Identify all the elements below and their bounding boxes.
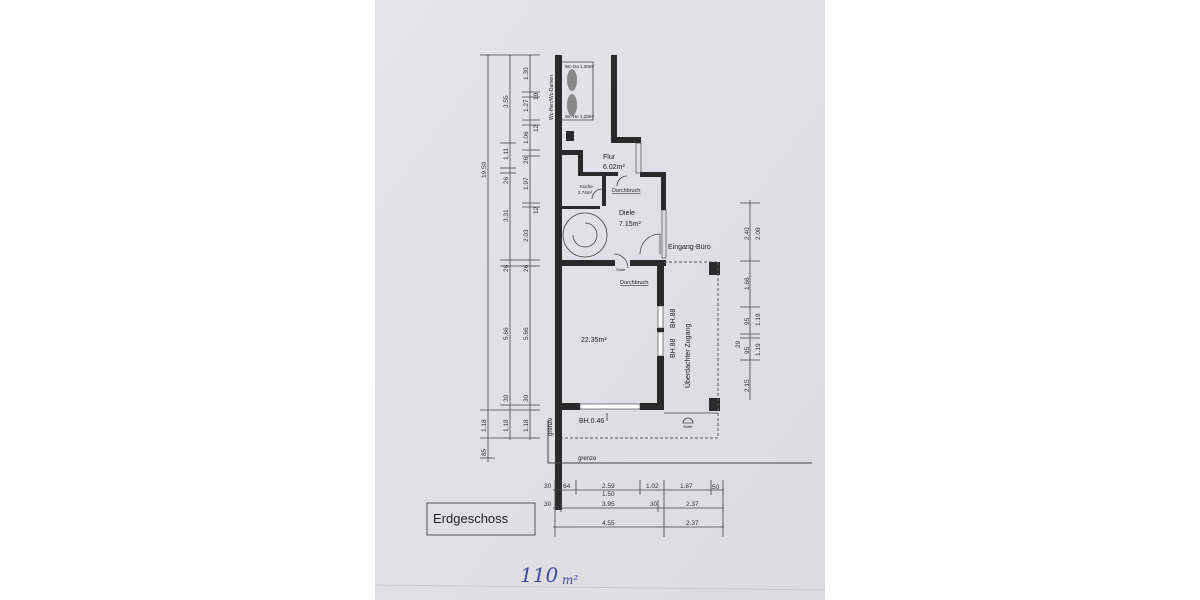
dim-label: 95 xyxy=(744,346,751,354)
dim-label: 2.37 xyxy=(686,501,699,508)
boundary-label: grenze xyxy=(578,456,597,462)
dim-label: 85 xyxy=(481,448,488,456)
walls xyxy=(555,55,720,510)
dim-label: 1.27 xyxy=(523,99,530,112)
dim-label: 2.15 xyxy=(744,379,751,392)
left-dimension-lines xyxy=(480,54,540,462)
dim-label: 3.95 xyxy=(602,501,615,508)
sill-height-label: BH.0.46 xyxy=(579,418,604,425)
wc-vertical-label: Wc-Herr/Wc-Damen xyxy=(549,75,555,120)
left-dimension-labels: 19.50 1.18 85 3.55 1.11 26 3.31 26 5.66 … xyxy=(481,67,540,456)
durchbruch-label: Durchbruch xyxy=(612,188,640,194)
dim-label: 12 xyxy=(533,206,540,214)
dim-label: 30 xyxy=(503,394,510,402)
durchbruch-label: Durchbruch xyxy=(620,280,648,286)
dim-label: 95 xyxy=(744,317,751,325)
kueche-label: Küche xyxy=(580,184,593,189)
paper-fold xyxy=(374,584,826,591)
covered-access-label: Überdachter Zugang xyxy=(684,324,692,388)
window-height-label: BH.88 xyxy=(670,338,677,358)
dim-label: 30 xyxy=(650,501,658,508)
wc-bottom-label: Wc-He 1,28m² xyxy=(565,114,595,119)
dim-label: 2.08 xyxy=(755,227,762,240)
dim-label: 1.18 xyxy=(523,419,530,432)
right-dimension-labels: 2.40 1.66 95 95 2.15 2.08 1.19 1.19 29 xyxy=(735,227,762,392)
bottom-dimension-lines xyxy=(553,480,724,537)
boundary-lines xyxy=(547,261,812,464)
dim-label: 1.97 xyxy=(523,177,530,190)
wc-top-label: Wc-Da 1,30m² xyxy=(565,64,595,69)
dim-label: 50 xyxy=(712,484,720,491)
bottom-dimension-labels: 30 64 2.59 1.02 1.87 50 1.50 30 3.95 30 … xyxy=(544,483,720,527)
stufe-label: Stufe xyxy=(683,424,693,429)
dim-label: 26 xyxy=(523,264,530,272)
dim-label: 1.30 xyxy=(523,67,530,80)
windows-doors-fixtures xyxy=(562,61,694,424)
flur-label: Flur xyxy=(603,154,616,161)
dim-label: 10 xyxy=(533,92,540,100)
dim-label: 3.55 xyxy=(503,95,510,108)
dim-label: 3.31 xyxy=(503,209,510,222)
kueche-area: 2.74m² xyxy=(578,190,593,195)
dim-label: 1.18 xyxy=(503,419,510,432)
title-box xyxy=(426,502,536,536)
handwritten-unit: m² xyxy=(562,573,578,587)
dim-label: 30 xyxy=(544,483,552,490)
dim-label: 2.03 xyxy=(523,229,530,242)
dim-label: 4.55 xyxy=(602,520,615,527)
dim-label: 26 xyxy=(523,156,530,164)
stufe-label: Stufe xyxy=(616,267,626,272)
dim-label: 5.66 xyxy=(503,327,510,340)
dim-label: 2.59 xyxy=(602,483,615,490)
right-dimension-lines xyxy=(740,200,760,400)
dim-label: 5.66 xyxy=(523,327,530,340)
dim-total: 19.50 xyxy=(481,161,488,178)
dim-label: 1.02 xyxy=(646,483,659,490)
dim-label: 26 xyxy=(503,264,510,272)
dim-label: 64 xyxy=(563,483,571,490)
dim-label: 1.19 xyxy=(755,313,762,326)
room-labels: Wc-Herr/Wc-Damen Wc-Da 1,30m² Wc-He 1,28… xyxy=(548,64,711,462)
dim-label: 1.11 xyxy=(503,147,510,160)
dim-label: 1.19 xyxy=(755,343,762,356)
paper-sheet xyxy=(375,0,825,600)
dim-label: 26 xyxy=(503,176,510,184)
dim-label: 29 xyxy=(735,340,742,348)
dim-label: 1.18 xyxy=(481,419,488,432)
diele-label: Diele xyxy=(619,210,635,217)
window-height-label: BH.88 xyxy=(670,308,677,328)
dim-label: 2.40 xyxy=(744,227,751,240)
handwritten-area: 110 xyxy=(520,563,558,587)
diele-area: 7.15m² xyxy=(619,221,641,228)
main-room-area: 22.35m² xyxy=(581,337,607,344)
flur-area: 6.02m² xyxy=(603,164,625,171)
eingang-label: Eingang-Büro xyxy=(668,244,711,251)
dim-label: 12 xyxy=(533,124,540,132)
floor-title: Erdgeschoss xyxy=(433,511,509,526)
dim-label: 2.37 xyxy=(686,520,699,527)
dim-label: 1.66 xyxy=(744,277,751,290)
dim-label: 30 xyxy=(523,394,530,402)
dim-label: 30 xyxy=(544,501,552,508)
boundary-label: grenze xyxy=(548,417,554,436)
dim-label: 1.87 xyxy=(680,483,693,490)
dim-label: 1.06 xyxy=(523,131,530,144)
dim-label: 1.50 xyxy=(602,491,615,498)
